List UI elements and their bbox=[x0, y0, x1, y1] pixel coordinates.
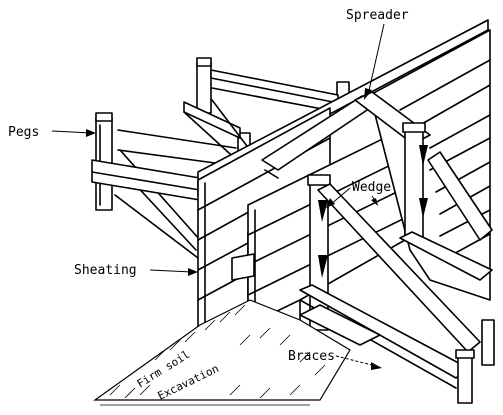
wedge-arrow-icon bbox=[326, 198, 335, 208]
back-peg-1 bbox=[196, 62, 212, 114]
pegs-label: Pegs bbox=[8, 125, 39, 140]
front-peg bbox=[457, 354, 473, 404]
callouts: Spreader Pegs Wedge Sheating Braces bbox=[8, 8, 409, 370]
pegs-arrow-icon bbox=[86, 129, 96, 137]
ground: Firm soil Excavation bbox=[93, 299, 351, 406]
center-post bbox=[307, 122, 428, 331]
right-post bbox=[404, 127, 424, 239]
wedge-1 bbox=[318, 200, 328, 222]
braces-arrow-icon bbox=[371, 362, 382, 370]
wedge-3 bbox=[419, 145, 428, 166]
braces bbox=[299, 151, 495, 404]
braces-label: Braces bbox=[288, 349, 335, 364]
brace-diagonal bbox=[317, 183, 481, 353]
wedge-2 bbox=[318, 255, 328, 278]
left-peg-assembly bbox=[91, 112, 201, 211]
wedge-label: Wedge bbox=[352, 180, 391, 195]
sheating-arrow-icon bbox=[188, 268, 198, 276]
wedge-4 bbox=[419, 198, 428, 218]
sheating-label: Sheating bbox=[74, 263, 137, 278]
spreader-label: Spreader bbox=[346, 8, 409, 23]
spreader-arrow-icon bbox=[364, 88, 372, 100]
